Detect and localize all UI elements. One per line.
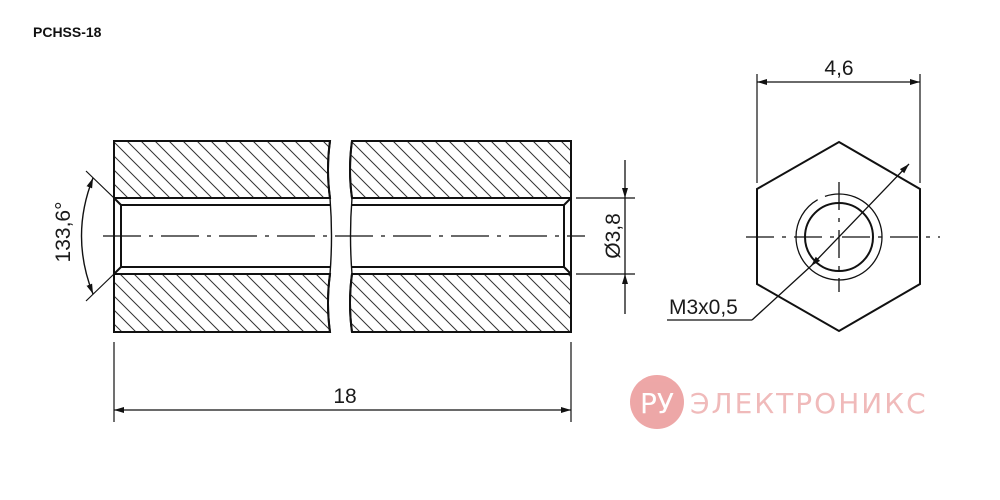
- watermark-logo: РУ ЭЛЕКТРОНИКС: [630, 375, 928, 429]
- length-label: 18: [333, 385, 356, 408]
- thread-label: M3x0,5: [669, 296, 738, 319]
- bore-diameter-label: Ø3,8: [602, 213, 625, 259]
- watermark-brand-text: ЭЛЕКТРОНИКС: [690, 387, 928, 420]
- angle-label: 133,6°: [52, 202, 75, 263]
- bore-diameter-dimension: Ø3,8: [576, 160, 635, 314]
- width-across-flats-label: 4,6: [824, 57, 853, 80]
- watermark-logo-text: РУ: [640, 387, 674, 420]
- hex-end-view: 4,6 M3x0,5: [667, 57, 940, 333]
- drawing-title: PCHSS-18: [33, 24, 102, 40]
- angle-dimension: 133,6°: [52, 170, 115, 302]
- side-section-view: [103, 140, 585, 333]
- length-dimension: 18: [113, 342, 572, 422]
